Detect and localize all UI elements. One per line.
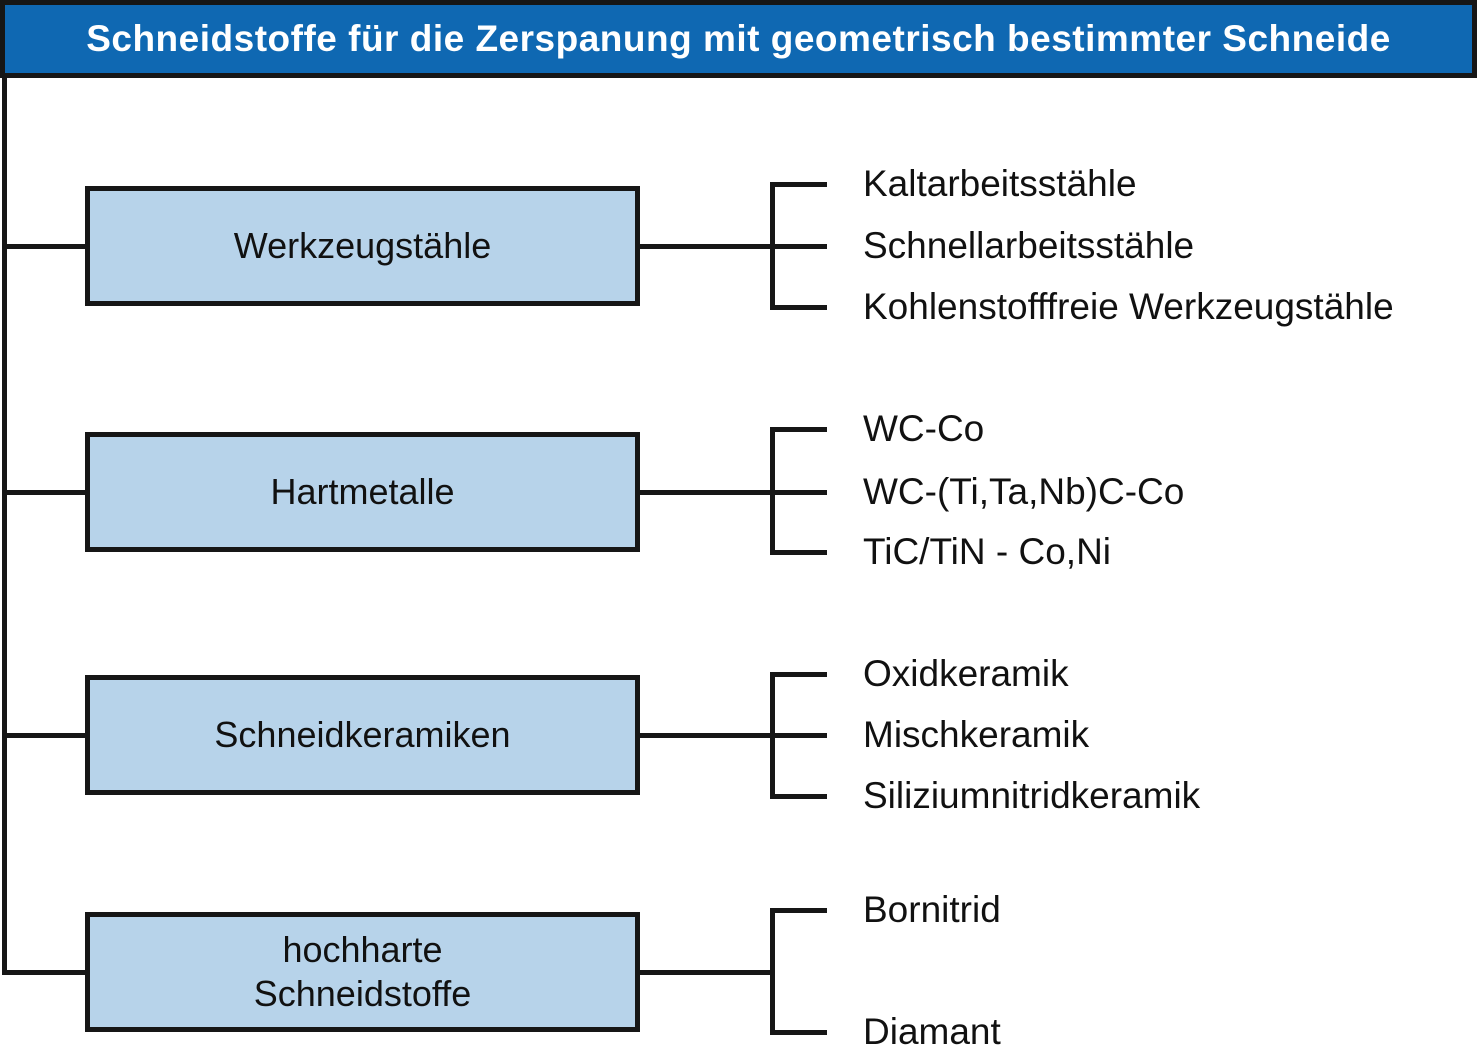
leaf-tick-line bbox=[770, 490, 827, 495]
leaf-label: Siliziumnitridkeramik bbox=[863, 775, 1201, 816]
diagram-title: Schneidstoffe für die Zerspanung mit geo… bbox=[86, 18, 1391, 59]
leaf-label: Bornitrid bbox=[863, 889, 1001, 930]
category-label: Schneidkeramiken bbox=[214, 714, 511, 756]
category-label: Werkzeugstähle bbox=[233, 225, 492, 267]
leaf-label: Kohlenstofffreie Werkzeugstähle bbox=[863, 286, 1394, 327]
category-label: hochharte bbox=[282, 929, 443, 971]
category-label: Schneidstoffe bbox=[253, 973, 472, 1014]
leaf-label: Mischkeramik bbox=[863, 714, 1090, 755]
branch-right-line bbox=[640, 970, 775, 975]
branch-left-line bbox=[2, 970, 85, 975]
leaf-tick-line bbox=[770, 794, 827, 799]
leaf-tick-line bbox=[770, 1030, 827, 1035]
leaf-tick-line bbox=[770, 908, 827, 913]
leaf-label: WC-(Ti,Ta,Nb)C-Co bbox=[863, 471, 1185, 512]
leaf-label: Schnellarbeitsstähle bbox=[863, 225, 1195, 266]
branch-left-line bbox=[2, 244, 85, 249]
leaf-tick-line bbox=[770, 427, 827, 432]
leaf-tick-line bbox=[770, 672, 827, 677]
leaf-label: Diamant bbox=[863, 1011, 1001, 1049]
leaf-bar-line bbox=[770, 908, 775, 1035]
leaf-label: Kaltarbeitsstähle bbox=[863, 163, 1137, 204]
category-box: Hartmetalle bbox=[85, 432, 640, 552]
category-box: Schneidkeramiken bbox=[85, 675, 640, 795]
branch-right-line bbox=[640, 244, 775, 249]
leaf-tick-line bbox=[770, 733, 827, 738]
category-box: Werkzeugstähle bbox=[85, 186, 640, 306]
branch-left-line bbox=[2, 733, 85, 738]
leaf-label: Oxidkeramik bbox=[863, 653, 1069, 694]
leaf-tick-line bbox=[770, 182, 827, 187]
category-label: Hartmetalle bbox=[270, 471, 455, 513]
branch-right-line bbox=[640, 733, 775, 738]
branch-left-line bbox=[2, 490, 85, 495]
leaf-tick-line bbox=[770, 305, 827, 310]
leaf-label: TiC/TiN - Co,Ni bbox=[863, 531, 1112, 572]
trunk-line bbox=[2, 78, 7, 975]
diagram-title-bar: Schneidstoffe für die Zerspanung mit geo… bbox=[0, 0, 1477, 78]
leaf-tick-line bbox=[770, 550, 827, 555]
branch-right-line bbox=[640, 490, 775, 495]
leaf-label: WC-Co bbox=[863, 408, 985, 449]
leaf-tick-line bbox=[770, 244, 827, 249]
